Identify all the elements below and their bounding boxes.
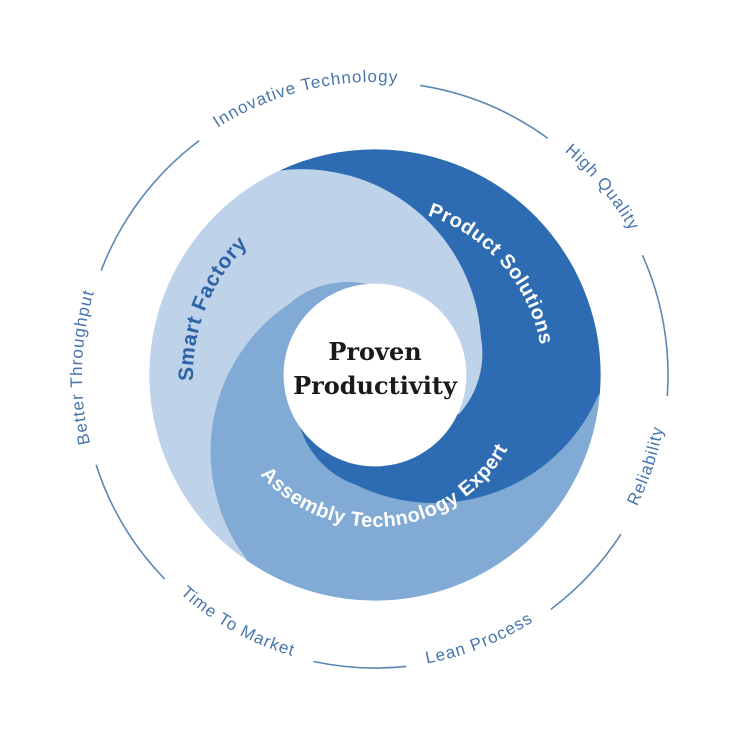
ring-arc-segment	[313, 660, 407, 669]
center-title: Proven Productivity	[293, 337, 458, 400]
center-title-line2: Productivity	[293, 371, 458, 400]
outer-ring	[95, 84, 669, 669]
outer-label-high-quality: High Quality	[562, 140, 644, 234]
outer-label-better-throughput: Better Throughput	[67, 287, 98, 446]
ring-arc-segment	[420, 84, 548, 139]
ring-arc-segment	[95, 464, 165, 580]
center-title-line1: Proven	[328, 337, 421, 366]
outer-label-innovative-technology: Innovative Technology	[210, 67, 399, 131]
ring-arc-segment	[641, 255, 669, 397]
outer-label-time-to-market: Time To Market	[177, 582, 297, 660]
outer-label-reliability: Reliability	[623, 424, 667, 508]
ring-arc-segment	[100, 140, 200, 271]
ring-arc-segment	[550, 533, 622, 610]
outer-label-lean-process: Lean Process	[424, 608, 536, 667]
